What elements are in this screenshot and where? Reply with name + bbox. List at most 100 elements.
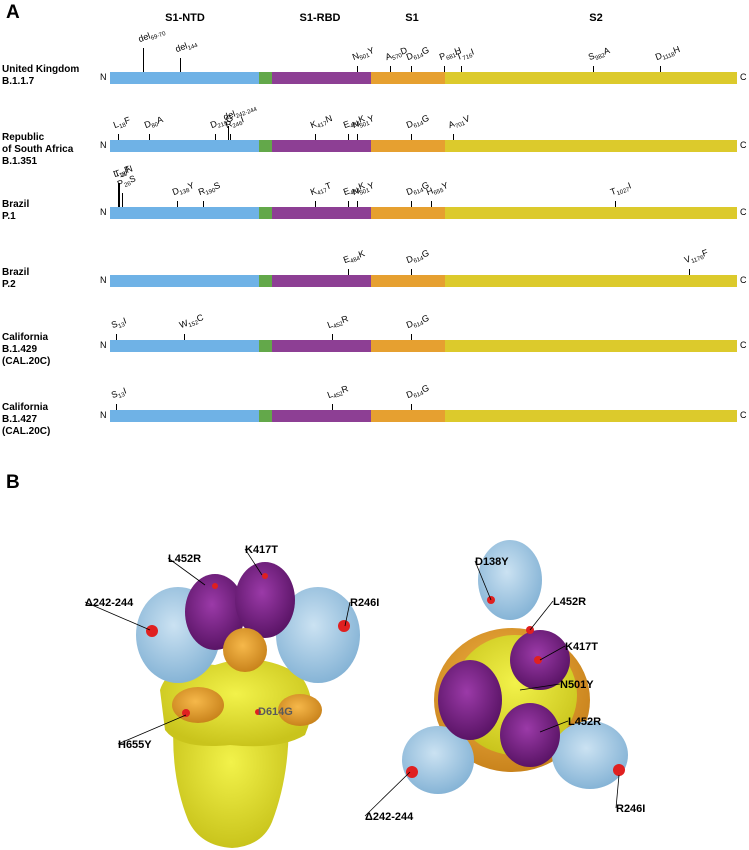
- mutation-label: H655Y: [424, 180, 450, 198]
- top-view-mutation-label: L452R: [553, 596, 586, 608]
- mutation-label: D614G: [405, 247, 431, 266]
- domain-segment: [370, 207, 446, 219]
- panel-a-letter: A: [6, 2, 20, 23]
- top-view-mutation-label: Δ242-244: [365, 811, 414, 823]
- top-view-mutation-label: N501Y: [560, 679, 594, 691]
- mutation-label: D80A: [142, 114, 165, 131]
- domain-segment: [110, 275, 260, 287]
- mutation-tick: [443, 66, 445, 72]
- variant-label-line: (CAL.20C): [2, 356, 51, 367]
- c-terminus-label: C: [740, 72, 747, 82]
- c-terminus-label: C: [740, 140, 747, 150]
- domain-segment: [445, 275, 737, 287]
- domain-header-s1-rbd: S1-RBD: [299, 12, 341, 24]
- mutation-label: D614G: [405, 382, 431, 401]
- variant-label-line: B.1.429: [2, 344, 38, 355]
- mutation-tick: [228, 126, 230, 140]
- mutation-label: S13I: [109, 315, 128, 331]
- mutation-tick: [202, 201, 204, 207]
- mutation-label: N501Y: [350, 45, 376, 63]
- domain-segment: [370, 275, 446, 287]
- domain-segment: [110, 207, 260, 219]
- variant-label-line: United Kingdom: [2, 64, 80, 75]
- mutation-tick: [230, 134, 232, 140]
- top-view-leader-line: [539, 720, 569, 733]
- domain-segment: [370, 140, 446, 152]
- spike-domain-bar: [110, 207, 737, 219]
- mutation-label: del144: [174, 40, 199, 55]
- domain-segment: [272, 72, 371, 84]
- c-terminus-label: C: [740, 340, 747, 350]
- spike-side-view: [136, 562, 360, 848]
- mutation-tick: [460, 66, 462, 72]
- variant-label-line: Brazil: [2, 199, 30, 210]
- n-terminus-label: N: [100, 207, 107, 217]
- domain-segment: [272, 410, 371, 422]
- domain-segment: [370, 72, 446, 84]
- mutation-tick: [348, 269, 350, 275]
- mutation-tick: [660, 66, 662, 72]
- top-view-leader-line: [519, 683, 561, 691]
- variant-label-line: B.1.1.7: [2, 76, 35, 87]
- mutation-tick: [411, 201, 413, 207]
- mutation-label: A701V: [447, 113, 472, 131]
- variant-label-line: B.1.427: [2, 414, 38, 425]
- domain-segment: [272, 207, 371, 219]
- domain-segment: [445, 340, 737, 352]
- side-view-mutation-label: R246I: [350, 597, 379, 609]
- domain-segment: [259, 140, 273, 152]
- domain-header-s2: S2: [589, 12, 603, 24]
- mutation-tick: [615, 201, 617, 207]
- n-terminus-label: N: [100, 340, 107, 350]
- domain-segment: [110, 140, 260, 152]
- side-view-leader-line: [167, 557, 206, 586]
- side-view-mutation-label: Δ242-244: [85, 597, 134, 609]
- mutation-label: R190S: [196, 180, 222, 198]
- domain-segment: [259, 340, 273, 352]
- top-view-mutation-label: K417T: [565, 641, 598, 653]
- top-view-leader-line: [364, 771, 411, 817]
- spike-domain-bar: [110, 140, 737, 152]
- mutation-tick: [315, 134, 317, 140]
- mutation-label: K417N: [309, 113, 334, 131]
- domain-segment: [259, 275, 273, 287]
- top-view-leader-line: [529, 600, 554, 631]
- mutation-label: V1176F: [682, 247, 710, 266]
- domain-header-s1-ntd: S1-NTD: [165, 12, 205, 24]
- mutation-tick: [431, 201, 432, 207]
- mutation-tick: [411, 269, 413, 275]
- side-view-mutation-label: K417T: [245, 544, 278, 556]
- mutation-tick: [592, 66, 594, 72]
- domain-segment: [110, 410, 260, 422]
- n-terminus-label: N: [100, 140, 107, 150]
- side-view-leader-line: [117, 714, 187, 745]
- mutation-tick: [177, 201, 179, 207]
- mutation-label: D614G: [405, 312, 431, 331]
- variant-label-line: B.1.351: [2, 156, 38, 167]
- mutation-label: E484K: [342, 248, 367, 266]
- c-terminus-label: C: [740, 207, 747, 217]
- mutation-label: T1027I: [608, 180, 633, 198]
- mutation-label: D614G: [405, 44, 431, 63]
- mutation-tick: [143, 48, 145, 72]
- mutation-tick: [215, 134, 217, 140]
- domain-segment: [272, 340, 371, 352]
- variant-label-line: of South Africa: [2, 144, 74, 155]
- domain-segment: [259, 410, 273, 422]
- n-terminus-label: N: [100, 72, 107, 82]
- mutation-tick: [688, 269, 690, 275]
- mutation-label: W152C: [178, 312, 205, 331]
- mutation-tick: [180, 58, 182, 72]
- top-view-mutation-label: L452R: [568, 716, 601, 728]
- mutation-tick: [356, 134, 358, 140]
- mutation-tick: [411, 334, 413, 340]
- spike-domain-bar: [110, 340, 737, 352]
- mutation-tick: [115, 334, 117, 340]
- variant-label-line: California: [2, 402, 49, 413]
- spike-domain-bar: [110, 275, 737, 287]
- c-terminus-label: C: [740, 275, 747, 285]
- n-terminus-label: N: [100, 275, 107, 285]
- mutation-label: D138Y: [171, 180, 196, 198]
